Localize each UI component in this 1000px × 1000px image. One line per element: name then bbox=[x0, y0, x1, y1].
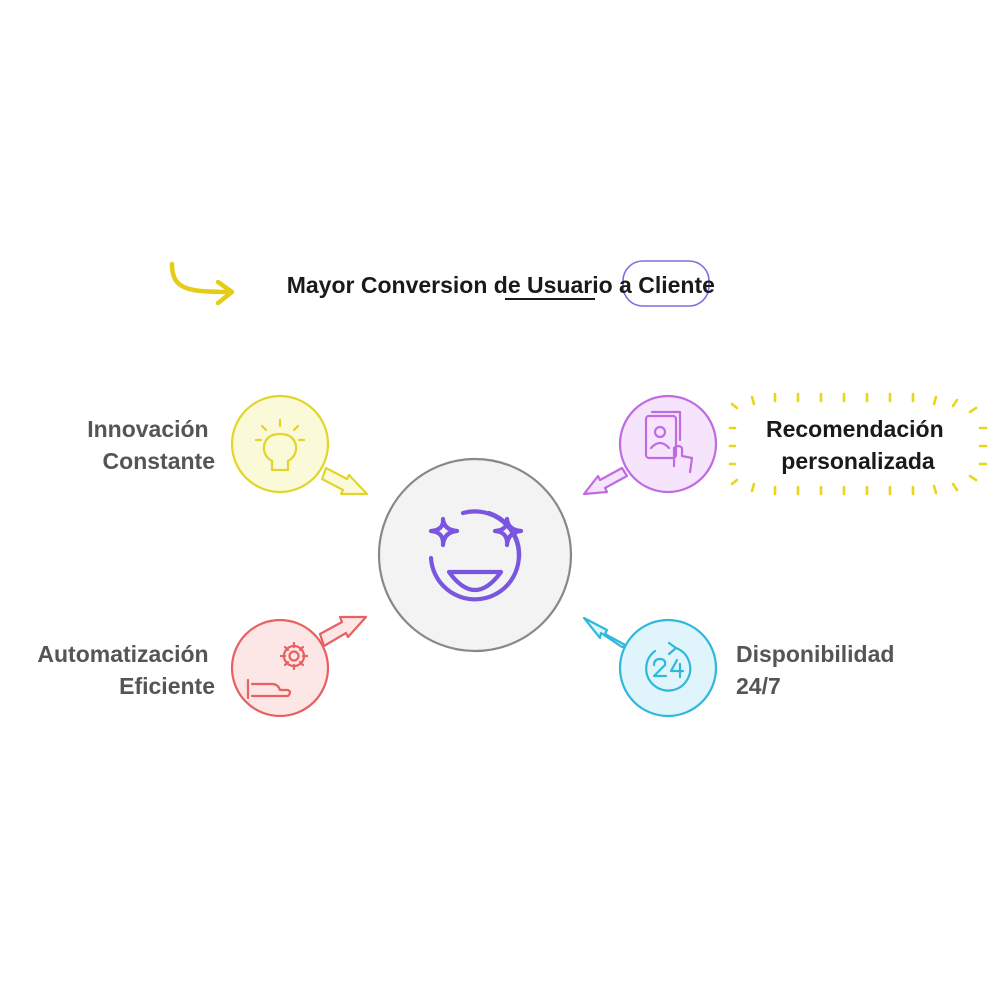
label-recomendacion: Recomendación personalizada bbox=[766, 416, 950, 474]
curved-arrow-icon bbox=[169, 261, 235, 306]
title-highlight-box bbox=[622, 260, 710, 307]
profile-card-touch-icon bbox=[644, 410, 694, 474]
arrow-innovacion bbox=[320, 466, 369, 496]
node-automatizacion: Automatización Eficiente bbox=[37, 618, 330, 718]
label-recomendacion-line1: Recomendación bbox=[766, 416, 944, 442]
node-circle-disponibilidad bbox=[618, 618, 718, 718]
arrow-recomendacion bbox=[582, 466, 629, 496]
title-middle: a bbox=[613, 272, 639, 298]
title-group: Mayor Conversion de Usuario a Cliente bbox=[169, 260, 747, 307]
label-innovacion: Innovación Constante bbox=[87, 416, 215, 474]
label-recomendacion-line2: personalizada bbox=[781, 448, 935, 474]
node-innovacion: Innovación Constante bbox=[87, 394, 330, 494]
label-disponibilidad: Disponibilidad 24/7 bbox=[736, 641, 901, 699]
arrow-disponibilidad bbox=[582, 616, 629, 649]
label-innovacion-line2: Constante bbox=[103, 448, 215, 474]
title-word-cliente: Cliente bbox=[638, 272, 715, 298]
node-circle-automatizacion bbox=[230, 618, 330, 718]
title-word-usuario: Usuario bbox=[527, 272, 613, 298]
clock-24-icon bbox=[645, 641, 692, 692]
arrow-automatizacion bbox=[318, 615, 368, 648]
label-innovacion-line1: Innovación bbox=[87, 416, 208, 442]
node-recomendacion: Recomendación personalizada bbox=[618, 392, 988, 496]
lightbulb-icon bbox=[254, 418, 306, 472]
label-automatizacion-line1: Automatización bbox=[37, 641, 208, 667]
label-automatizacion: Automatización Eficiente bbox=[37, 641, 215, 699]
page-title: Mayor Conversion de Usuario a Cliente bbox=[242, 272, 747, 298]
title-prefix: Mayor Conversion de bbox=[287, 272, 527, 298]
center-node bbox=[377, 457, 573, 653]
star-eyes-smiley-icon bbox=[428, 509, 524, 602]
center-circle bbox=[377, 457, 573, 653]
label-disponibilidad-line1: Disponibilidad bbox=[736, 641, 894, 667]
label-disponibilidad-line2: 24/7 bbox=[736, 673, 781, 699]
highlight-rays bbox=[728, 392, 988, 496]
node-circle-recomendacion bbox=[618, 394, 718, 494]
node-disponibilidad: Disponibilidad 24/7 bbox=[618, 618, 901, 718]
gear-hand-icon bbox=[246, 641, 309, 700]
node-circle-innovacion bbox=[230, 394, 330, 494]
label-automatizacion-line2: Eficiente bbox=[119, 673, 215, 699]
